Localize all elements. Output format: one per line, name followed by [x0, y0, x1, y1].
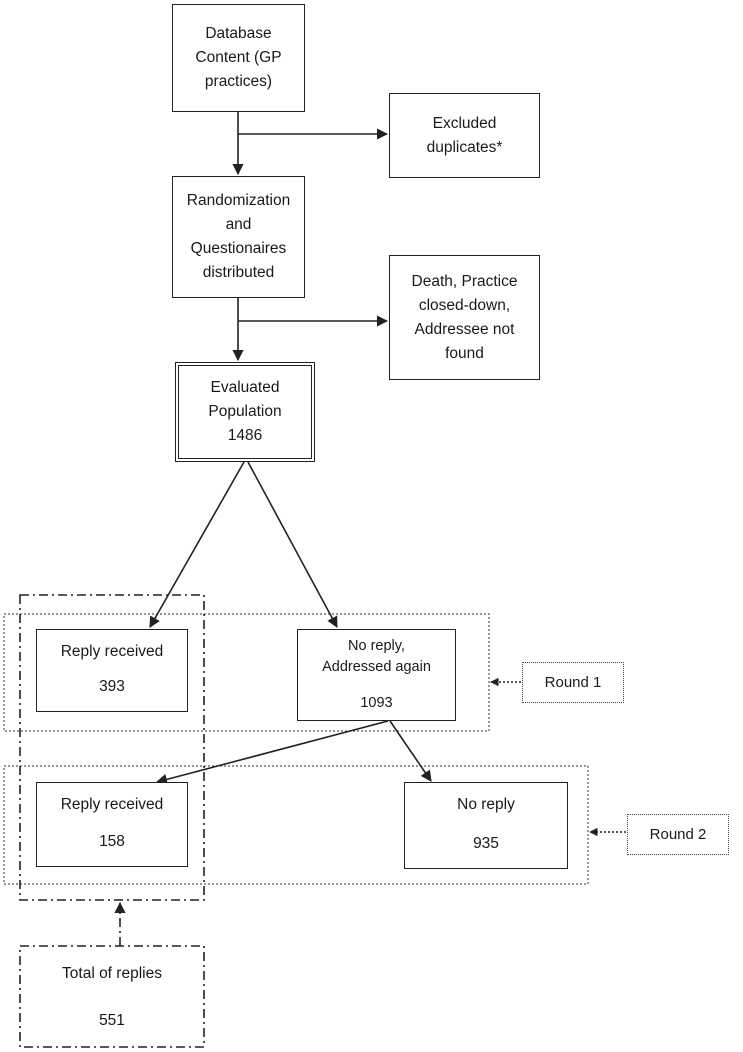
- death-closed-notfound-box: Death, Practice closed-down, Addressee n…: [389, 255, 540, 380]
- round-1-text: Round 1: [544, 673, 602, 691]
- evaluated-line-3: 1486: [227, 427, 263, 444]
- round2-reply-received-box: Reply received 158: [36, 782, 188, 867]
- database-line-3: practices): [204, 73, 273, 90]
- round-2-group-frame: [3, 765, 589, 885]
- excluded-line-1: Excluded: [432, 114, 497, 132]
- round1-noreply-line-2: Addressed again: [322, 659, 431, 675]
- round1-reply-received-box: Reply received 393: [36, 629, 188, 712]
- randomization-line-4: distributed: [202, 264, 275, 281]
- database-line-2: Content (GP: [195, 49, 282, 66]
- total-replies-frame: [19, 945, 205, 1048]
- death-line-4: found: [445, 344, 484, 362]
- death-line-2: closed-down,: [418, 296, 511, 314]
- death-line-3: Addressee not: [414, 320, 515, 338]
- round2-reply-label: Reply received: [60, 796, 164, 813]
- round1-noreply-line-1: No reply,: [348, 638, 405, 654]
- round2-noreply-value: 935: [473, 835, 499, 852]
- randomization-line-2: and: [225, 216, 252, 233]
- round2-reply-value: 158: [99, 833, 125, 850]
- round-1-label: Round 1: [522, 662, 624, 703]
- round-1-group-frame: [3, 613, 490, 732]
- evaluated-line-2: Population: [208, 403, 282, 420]
- round1-no-reply-box: No reply, Addressed again 1093: [297, 629, 456, 721]
- replies-group-frame: [19, 594, 205, 901]
- evaluated-population-box: Evaluated Population 1486: [175, 362, 315, 462]
- database-content-box: Database Content (GP practices): [172, 4, 305, 112]
- round-2-text: Round 2: [649, 825, 707, 843]
- randomization-line-1: Randomization: [186, 192, 291, 209]
- randomization-box: Randomization and Questionaires distribu…: [172, 176, 305, 298]
- round2-noreply-label: No reply: [457, 796, 515, 813]
- arrow-noreply1-to-noreply2: [389, 720, 432, 782]
- database-line-1: Database: [205, 25, 272, 42]
- arrow-noreply1-to-reply2: [155, 720, 389, 785]
- round1-noreply-value: 1093: [360, 695, 393, 711]
- round1-reply-value: 393: [99, 678, 125, 695]
- round-2-label: Round 2: [627, 814, 729, 855]
- total-replies-label: Total of replies: [62, 965, 162, 982]
- arrow-evaluated-to-noreply1: [247, 461, 338, 628]
- round2-no-reply-box: No reply 935: [404, 782, 568, 869]
- excluded-duplicates-box: Excluded duplicates*: [389, 93, 540, 178]
- death-line-1: Death, Practice: [411, 272, 518, 290]
- randomization-line-3: Questionaires: [190, 240, 287, 257]
- total-replies-value: 551: [99, 1012, 125, 1029]
- total-of-replies-box: Total of replies 551: [22, 948, 202, 1045]
- round1-reply-label: Reply received: [60, 643, 164, 660]
- arrow-evaluated-to-reply1: [149, 461, 245, 628]
- excluded-line-2: duplicates*: [426, 138, 503, 156]
- evaluated-line-1: Evaluated: [210, 379, 280, 396]
